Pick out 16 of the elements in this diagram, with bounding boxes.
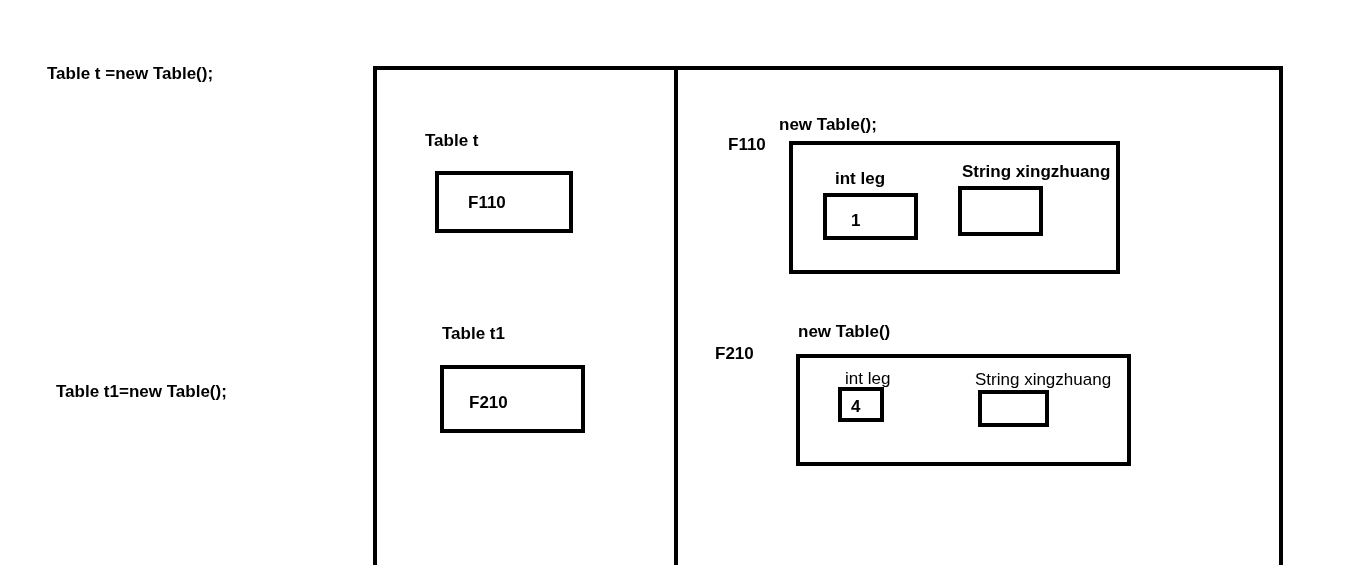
field-label: int leg bbox=[835, 169, 886, 189]
field-value: 1 bbox=[851, 211, 861, 231]
field-value: F210 bbox=[469, 393, 508, 413]
field-label: new Table(); bbox=[779, 115, 877, 135]
field-label: String xingzhuang bbox=[975, 370, 1112, 390]
field-label: Table t1 bbox=[442, 324, 505, 344]
field-label: int leg bbox=[845, 369, 891, 389]
address-label: F110 bbox=[728, 135, 766, 155]
code-statement: Table t1=new Table(); bbox=[56, 382, 227, 402]
code-statement: Table t =new Table(); bbox=[47, 64, 214, 84]
field-label: Table t bbox=[425, 131, 479, 151]
field-value: 4 bbox=[851, 397, 861, 417]
field-value: F110 bbox=[468, 193, 506, 213]
field-label: new Table() bbox=[798, 322, 891, 342]
address-label: F210 bbox=[715, 344, 754, 364]
field-label: String xingzhuang bbox=[962, 162, 1111, 182]
